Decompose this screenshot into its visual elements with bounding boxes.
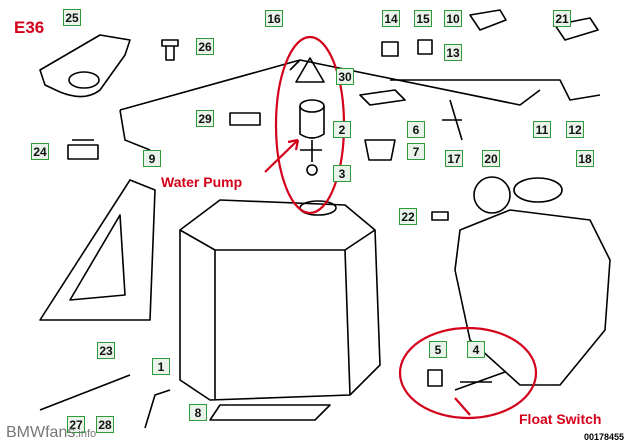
pump-seal <box>306 164 318 176</box>
part-label: 24 <box>31 143 49 160</box>
float-switch-annotation: Float Switch <box>519 411 602 427</box>
part-label: 13 <box>444 44 462 61</box>
part-label: 8 <box>189 404 207 421</box>
frame-part <box>39 179 156 321</box>
pump-pipe <box>300 140 322 162</box>
nozzle-part-21 <box>554 17 599 41</box>
clip-part <box>161 39 179 61</box>
fitting-part <box>442 99 463 141</box>
part-label: 17 <box>445 150 463 167</box>
part-label: 26 <box>196 38 214 55</box>
part-label: 7 <box>407 143 425 160</box>
bracket-part <box>39 34 131 98</box>
part-label: 4 <box>467 341 485 358</box>
part-label: 30 <box>336 68 354 85</box>
connector-15 <box>417 39 433 55</box>
bracket-hole <box>68 71 100 89</box>
water-pump-annotation: Water Pump <box>161 174 243 190</box>
water-pump-arrow <box>264 138 300 173</box>
float-switch-5 <box>427 369 443 387</box>
part-label: 9 <box>143 150 161 167</box>
part-label: 27 <box>67 416 85 433</box>
part-label: 28 <box>96 416 114 433</box>
filler-cap <box>513 177 563 203</box>
part-label: 21 <box>553 10 571 27</box>
part-label: 10 <box>444 10 462 27</box>
watermark-logo: BMWfans.info <box>6 424 96 442</box>
plug-part <box>431 211 449 221</box>
connector-14 <box>381 41 399 57</box>
part-label: 29 <box>196 110 214 127</box>
lid-part <box>473 176 511 214</box>
tank-side <box>214 249 351 400</box>
part-label: 14 <box>382 10 400 27</box>
filter-part <box>364 139 396 161</box>
part-label: 6 <box>407 121 425 138</box>
pipe-part-27 <box>39 374 131 411</box>
part-label: 3 <box>333 165 351 182</box>
part-label: 16 <box>265 10 283 27</box>
hose-line <box>119 59 541 151</box>
part-label: 2 <box>333 121 351 138</box>
part-label: 1 <box>152 358 170 375</box>
diagram-code: 00178455 <box>584 432 625 442</box>
float-switch-highlight <box>398 326 538 420</box>
float-switch-4 <box>454 371 506 391</box>
sleeve-part <box>229 112 261 126</box>
main-tank <box>179 199 381 401</box>
tank-top <box>179 229 376 251</box>
mat-part <box>209 404 331 421</box>
part-label: 12 <box>566 121 584 138</box>
watermark-suffix: .info <box>75 428 97 440</box>
part-label: 15 <box>414 10 432 27</box>
part-label: 20 <box>482 150 500 167</box>
watermark-brand: BMWfans <box>6 424 76 441</box>
hose-line-2 <box>390 79 601 101</box>
reservoir <box>454 209 611 386</box>
part-label: 18 <box>576 150 594 167</box>
warning-triangle <box>295 57 325 83</box>
part-label: 11 <box>533 121 551 138</box>
pump-body <box>299 106 325 139</box>
hose-bracket <box>359 89 406 106</box>
part-label: 25 <box>63 9 81 26</box>
frame-inner <box>69 214 126 301</box>
part-label: 22 <box>399 208 417 225</box>
part-label: 5 <box>429 341 447 358</box>
part-label: 23 <box>97 342 115 359</box>
cap-part <box>67 139 99 160</box>
float-switch-arrow <box>454 397 471 416</box>
diagram-title: E36 <box>14 18 45 37</box>
pipe-part-28 <box>144 389 171 429</box>
pump-cap <box>299 99 325 113</box>
nozzle-part-10 <box>469 9 507 31</box>
